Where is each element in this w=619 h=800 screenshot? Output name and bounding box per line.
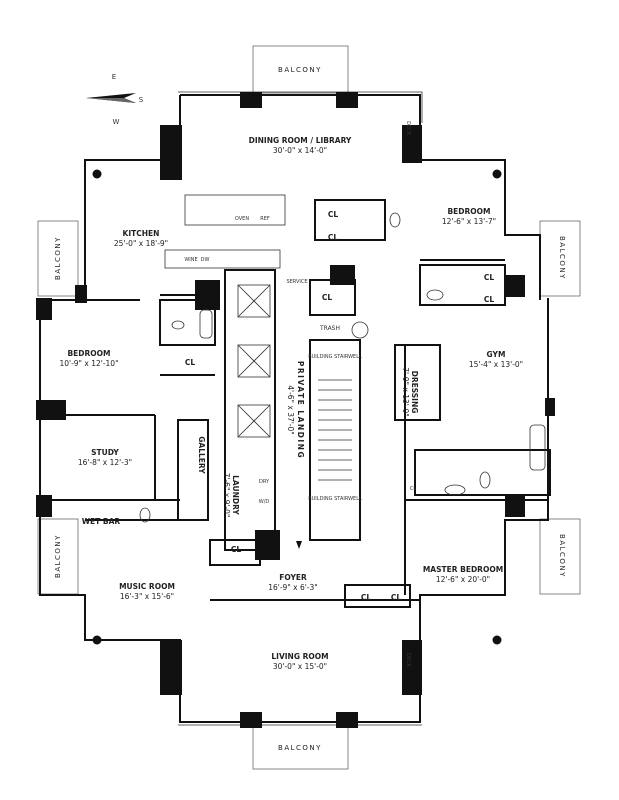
compass-west: W [113, 118, 120, 126]
bath-fixtures [139, 212, 546, 523]
room-name: LIVING ROOM [271, 652, 328, 661]
room-name: STUDY [91, 448, 119, 457]
room-dims: 7'-6" x 9'-0" [222, 473, 231, 518]
room-dims: 7'-0" x 13'-0" [401, 367, 410, 417]
closet-label: CL [484, 295, 495, 304]
balcony-west-upper: BALCONY [37, 220, 79, 297]
room-dims: 16'-8" x 12'-3" [78, 458, 132, 467]
room-foyer: FOYER 16'-9" x 6'-3" [268, 573, 318, 592]
room-dims: 10'-9" x 12'-10" [59, 359, 118, 368]
room-dims: 12'-6" x 20'-0" [436, 575, 490, 584]
compass-rose: E S W [86, 73, 144, 126]
svg-text:BALCONY: BALCONY [54, 534, 62, 578]
deck-label-north: DECK [405, 121, 411, 136]
room-dims: 25'-0" x 18'-9" [114, 239, 168, 248]
room-name: GYM [487, 350, 506, 359]
room-name: FOYER [279, 573, 307, 582]
gallery-label: GALLERY [197, 436, 206, 474]
balcony-west-lower: BALCONY [37, 518, 79, 595]
service-label: SERVICE [286, 279, 307, 285]
trash-label: TRASH [319, 325, 340, 332]
svg-text:BALCONY: BALCONY [278, 66, 322, 74]
balcony-east-upper: BALCONY [539, 220, 581, 297]
room-dims: 30'-0" x 15'-0" [273, 662, 327, 671]
closet-label: CL [328, 210, 339, 219]
room-bedroom-w: BEDROOM 10'-9" x 12'-10" [59, 349, 118, 368]
wd-label: W/D [259, 499, 270, 505]
wine-label: WINE [184, 257, 197, 263]
stairwell-label-top: BUILDING STAIRWELL [308, 354, 362, 360]
balcony-east-lower: BALCONY [539, 518, 581, 595]
room-music: MUSIC ROOM 16'-3" x 15'-6" [119, 582, 175, 601]
room-living: LIVING ROOM 30'-0" x 15'-0" [271, 652, 328, 671]
svg-text:BALCONY: BALCONY [54, 236, 62, 280]
room-laundry: LAUNDRY 7'-6" x 9'-0" [222, 473, 240, 518]
room-private-landing: PRIVATE LANDING 4'-6" x 37'-0" [286, 361, 305, 459]
compass-east: E [112, 73, 116, 81]
room-name: MUSIC ROOM [119, 582, 175, 591]
room-name: KITCHEN [123, 229, 160, 238]
closet-label: CL [185, 358, 196, 367]
closet-label: CL [391, 593, 402, 602]
room-kitchen: KITCHEN 25'-0" x 18'-9" [114, 229, 168, 248]
room-name: MASTER BEDROOM [423, 565, 503, 574]
stairwell-label-bottom: BUILDING STAIRWELL [308, 496, 362, 502]
stairwell [318, 321, 369, 481]
entry-arrow [296, 541, 302, 549]
oven-label: OVEN [235, 216, 249, 222]
room-name: PRIVATE LANDING [296, 361, 305, 459]
balcony-north: BALCONY [252, 45, 349, 94]
closet-label: CL [361, 593, 372, 602]
room-dims: 15'-4" x 13'-0" [469, 360, 523, 369]
room-dims: 16'-9" x 6'-3" [268, 583, 318, 592]
exterior-walls [36, 91, 555, 728]
balcony-south: BALCONY [252, 721, 349, 770]
room-name: LAUNDRY [231, 475, 240, 515]
elevator-core [224, 269, 276, 551]
closet-label: CL [484, 273, 495, 282]
svg-text:BALCONY: BALCONY [558, 534, 566, 578]
dw-label: DW [201, 257, 210, 263]
closet-label: CL [410, 486, 416, 492]
room-name: DRESSING [410, 371, 419, 414]
room-dining: DINING ROOM / LIBRARY 30'-0" x 14'-0" [249, 136, 352, 155]
room-bedroom-ne: BEDROOM 12'-6" x 13'-7" [442, 207, 496, 226]
compass-south: S [139, 96, 144, 104]
deck-label-south: DECK [405, 653, 411, 668]
room-dims: 16'-3" x 15'-6" [120, 592, 174, 601]
room-dressing: DRESSING 7'-0" x 13'-0" [401, 367, 419, 417]
room-dims: 30'-0" x 14'-0" [273, 146, 327, 155]
ref-label: REF [260, 216, 270, 222]
closet-label: CL [322, 293, 333, 302]
room-study: STUDY 16'-8" x 12'-3" [78, 448, 132, 467]
room-name: BEDROOM [447, 207, 490, 216]
room-name: BEDROOM [67, 349, 110, 358]
room-dims: 4'-6" x 37'-0" [286, 385, 295, 435]
closet-label: CL [328, 233, 339, 242]
dry-label: DRY [259, 479, 270, 485]
closet-label: CL [231, 545, 242, 554]
room-gym: GYM 15'-4" x 13'-0" [469, 350, 523, 369]
wet-bar-label: WET BAR [82, 517, 121, 526]
svg-text:BALCONY: BALCONY [278, 744, 322, 752]
room-master: MASTER BEDROOM 12'-6" x 20'-0" [423, 565, 503, 584]
room-dims: 12'-6" x 13'-7" [442, 217, 496, 226]
room-name: DINING ROOM / LIBRARY [249, 136, 352, 145]
svg-text:BALCONY: BALCONY [558, 236, 566, 280]
